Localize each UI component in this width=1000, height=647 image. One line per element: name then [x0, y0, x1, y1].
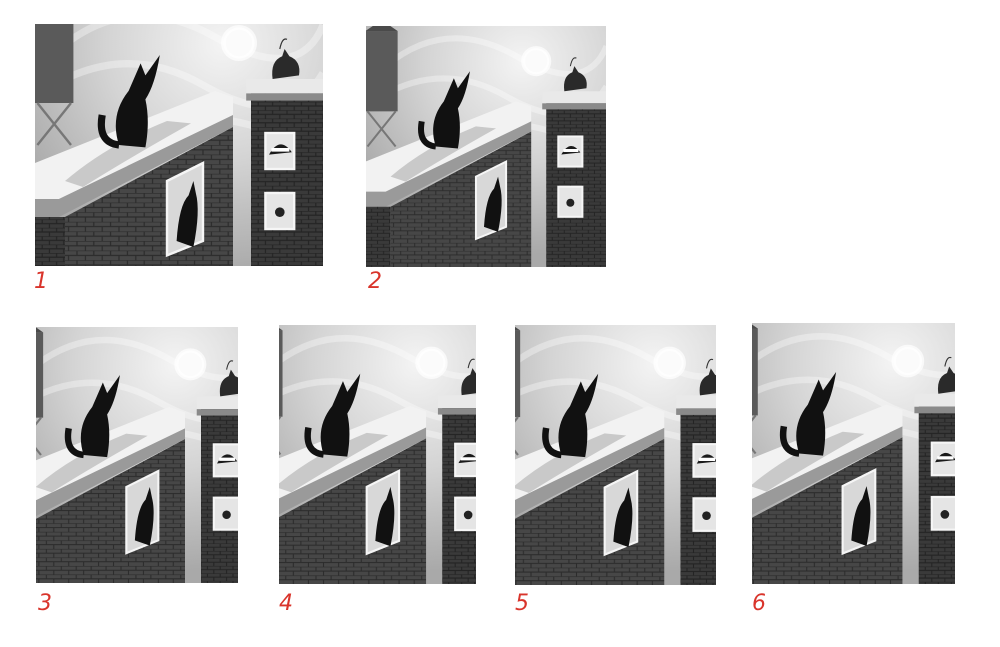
panel-2-number: 2 — [368, 269, 382, 294]
storyboard-panel-4 — [279, 325, 476, 584]
panel-2-illustration — [366, 26, 606, 267]
panel-4-illustration — [279, 325, 476, 584]
panel-3-illustration — [36, 327, 238, 583]
panel-1-number: 1 — [34, 269, 48, 294]
storyboard-panel-6 — [752, 323, 955, 584]
panel-1-illustration — [35, 24, 323, 266]
panel-5-number: 5 — [515, 591, 529, 616]
storyboard-panel-1 — [35, 24, 323, 266]
storyboard-panel-5 — [515, 325, 716, 585]
storyboard-panel-3 — [36, 327, 238, 583]
panel-4-number: 4 — [279, 591, 293, 616]
panel-5-illustration — [515, 325, 716, 585]
panel-6-illustration — [752, 323, 955, 584]
panel-3-number: 3 — [38, 591, 52, 616]
storyboard-panel-2 — [366, 26, 606, 267]
panel-6-number: 6 — [752, 591, 766, 616]
